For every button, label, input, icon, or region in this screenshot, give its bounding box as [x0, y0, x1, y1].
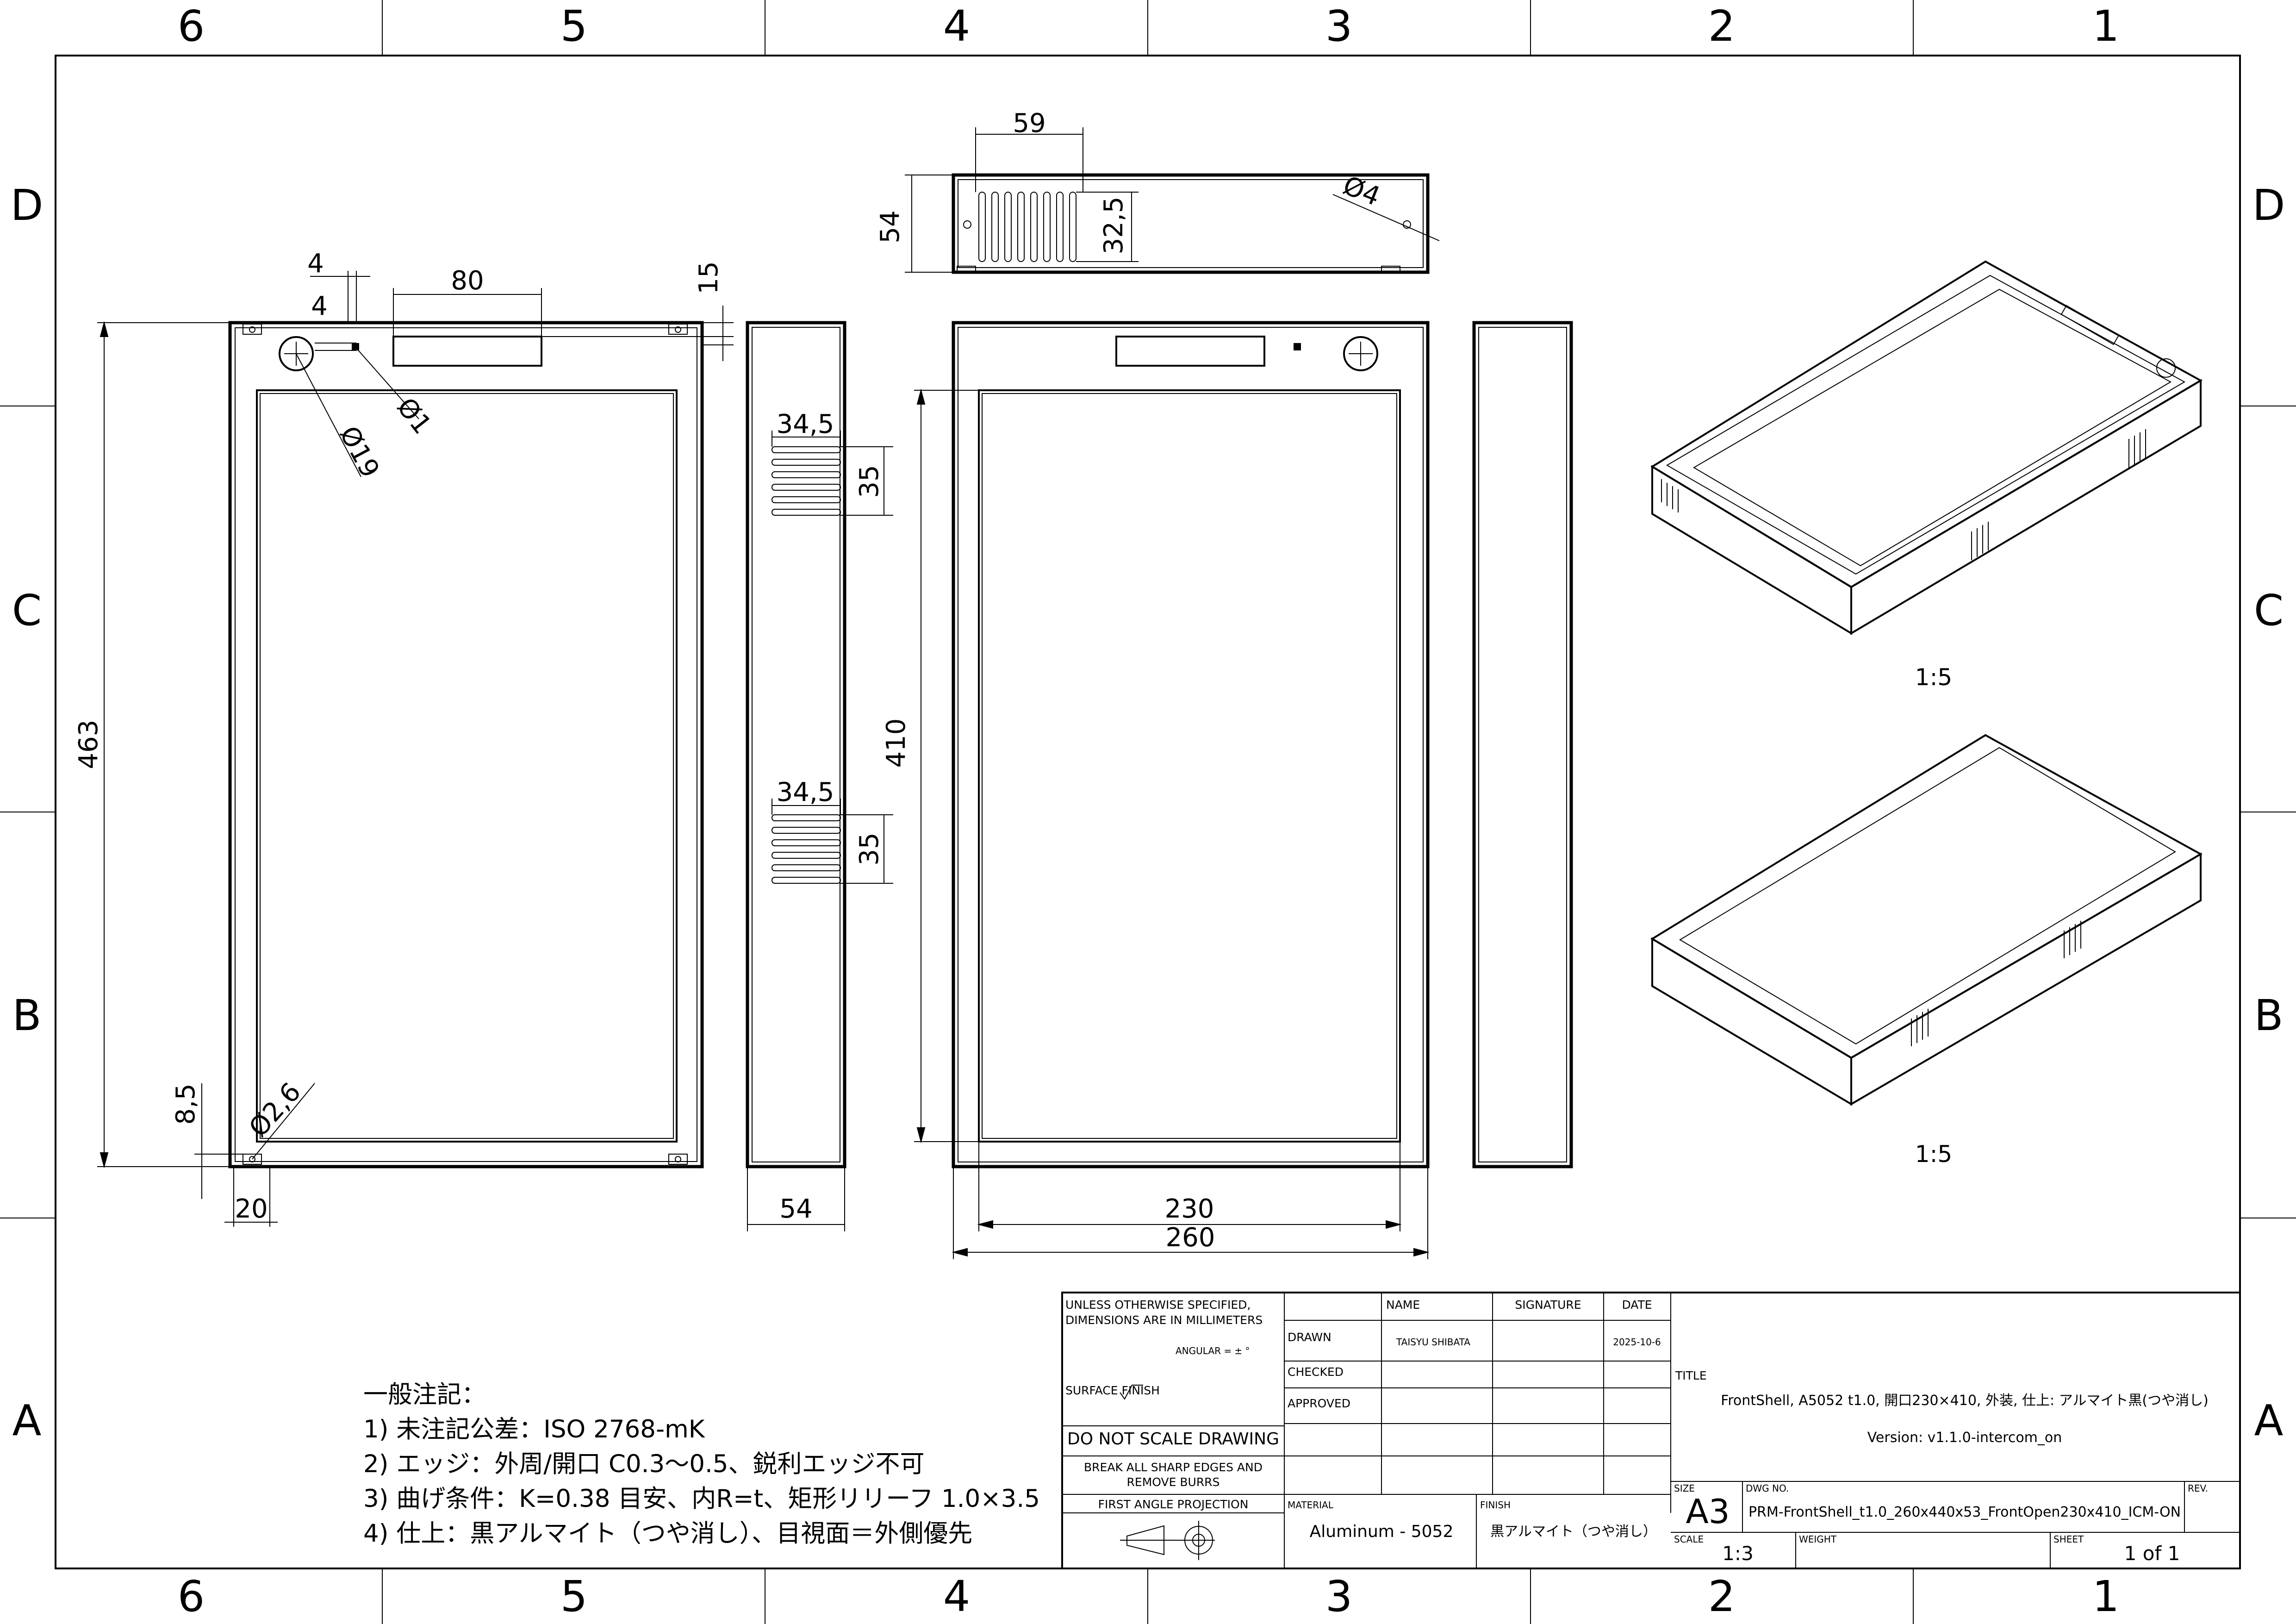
- dim-260: 260: [1166, 1223, 1215, 1253]
- tb-material-label: MATERIAL: [1288, 1499, 1334, 1511]
- tb-spec-line-1: UNLESS OTHERWISE SPECIFIED,: [1065, 1298, 1251, 1312]
- side-view-right: [1472, 321, 1573, 1168]
- tb-projection: FIRST ANGLE PROJECTION: [1098, 1498, 1249, 1511]
- dim-20: 20: [235, 1194, 268, 1224]
- tb-drawn-name: TAISYU SHIBATA: [1396, 1337, 1470, 1348]
- dim-32-5: 32,5: [1099, 197, 1129, 255]
- dimensions-side: [747, 431, 893, 1231]
- tb-finish: 黒アルマイト（つや消し）: [1490, 1524, 1657, 1540]
- tb-title-label: TITLE: [1675, 1369, 1707, 1382]
- iso-scale-1: 1:5: [1915, 664, 1952, 691]
- tb-row-checked: CHECKED: [1288, 1365, 1344, 1379]
- front-view-right: [952, 321, 1430, 1168]
- tb-scale-label: SCALE: [1674, 1534, 1704, 1545]
- zone-row-label-left: D: [11, 181, 44, 230]
- dim-phi19: Ø19: [334, 421, 386, 482]
- tb-sheet: 1 of 1: [2124, 1542, 2180, 1565]
- zone-row-label-right: D: [2252, 181, 2285, 230]
- tb-title: FrontShell, A5052 t1.0, 開口230×410, 外装, 仕…: [1721, 1393, 2209, 1409]
- zone-col-label-bottom: 1: [2092, 1572, 2120, 1621]
- dimensions-front-right: [914, 388, 1430, 1259]
- zone-row-label-right: B: [2254, 991, 2283, 1040]
- tb-break-edges-2: REMOVE BURRS: [1127, 1475, 1220, 1489]
- iso-view-closed: [1650, 260, 2203, 635]
- dim-34-5-top: 34,5: [777, 409, 834, 439]
- tb-scale: 1:3: [1722, 1542, 1754, 1565]
- note-line: 2) エッジ：外周/開口 C0.3～0.5、鋭利エッジ不可: [363, 1450, 925, 1478]
- tb-col-date: DATE: [1622, 1298, 1652, 1312]
- note-line: 3) 曲げ条件：K=0.38 目安、内R=t、矩形リリーフ 1.0×3.5: [363, 1485, 1040, 1513]
- zone-row-label-left: A: [12, 1396, 42, 1445]
- zone-col-label-top: 2: [1708, 1, 1736, 51]
- dim-59: 59: [1013, 108, 1045, 138]
- zone-row-label-left: C: [12, 586, 42, 635]
- iso-view-open: [1650, 734, 2203, 1106]
- tb-dwg-no: PRM-FrontShell_t1.0_260x440x53_FrontOpen…: [1748, 1504, 2181, 1520]
- dim-35-bottom: 35: [854, 832, 884, 865]
- dim-463: 463: [74, 720, 104, 769]
- zone-row-label-right: A: [2254, 1396, 2284, 1445]
- dim-35-top: 35: [854, 465, 884, 498]
- drawing-border: [55, 55, 2241, 1569]
- tb-size: A3: [1686, 1492, 1730, 1531]
- dim-15: 15: [694, 261, 724, 294]
- dim-4a: 4: [307, 249, 324, 279]
- general-notes: 一般注記： 1) 未注記公差：ISO 2768-mK 2) エッジ：外周/開口 …: [363, 1380, 1040, 1548]
- tb-material: Aluminum - 5052: [1310, 1522, 1454, 1541]
- zone-col-label-bottom: 3: [1325, 1572, 1353, 1621]
- tb-do-not-scale: DO NOT SCALE DRAWING: [1067, 1430, 1279, 1449]
- top-view: [952, 173, 1430, 274]
- tb-rev-label: REV.: [2188, 1483, 2208, 1494]
- zone-col-label-top: 6: [178, 1, 205, 51]
- tb-col-name: NAME: [1386, 1298, 1420, 1312]
- tb-row-approved: APPROVED: [1288, 1397, 1350, 1410]
- note-line: 1) 未注記公差：ISO 2768-mK: [363, 1415, 705, 1443]
- title-block: [1061, 1292, 2241, 1569]
- zone-col-label-bottom: 4: [943, 1572, 971, 1621]
- dimensions-front-left: [97, 271, 734, 1227]
- notes-heading: 一般注記：: [363, 1380, 486, 1409]
- dim-phi1: Ø1: [391, 392, 437, 440]
- iso-scale-2: 1:5: [1915, 1141, 1952, 1168]
- side-view: [746, 321, 846, 1168]
- dim-34-5-bottom: 34,5: [777, 777, 834, 807]
- dim-8-5: 8,5: [171, 1083, 201, 1124]
- dim-410: 410: [881, 718, 911, 768]
- tb-size-label: SIZE: [1674, 1483, 1695, 1494]
- dim-80: 80: [451, 266, 484, 296]
- zone-col-label-top: 1: [2092, 1, 2120, 51]
- tb-dwg-no-label: DWG NO.: [1746, 1483, 1789, 1494]
- zone-col-label-top: 5: [560, 1, 588, 51]
- tb-row-drawn: DRAWN: [1288, 1330, 1332, 1344]
- zone-row-label-left: B: [12, 991, 41, 1040]
- dim-54-top: 54: [875, 210, 905, 243]
- zone-row-label-right: C: [2254, 586, 2284, 635]
- dim-54-side: 54: [779, 1194, 812, 1224]
- zone-col-label-bottom: 5: [560, 1572, 588, 1621]
- tb-break-edges-1: BREAK ALL SHARP EDGES AND: [1084, 1461, 1263, 1474]
- tb-weight-label: WEIGHT: [1799, 1534, 1837, 1545]
- dimensions-top: [905, 127, 1440, 273]
- zone-col-label-top: 4: [943, 1, 971, 51]
- tb-drawn-date: 2025-10-6: [1613, 1337, 1661, 1348]
- dim-4b: 4: [311, 291, 328, 321]
- front-view-left: [228, 321, 704, 1168]
- tb-spec-line-2: DIMENSIONS ARE IN MILLIMETERS: [1065, 1313, 1263, 1327]
- dim-230: 230: [1165, 1194, 1214, 1224]
- zone-col-label-bottom: 2: [1708, 1572, 1736, 1621]
- tb-col-signature: SIGNATURE: [1515, 1298, 1581, 1312]
- zone-col-label-top: 3: [1325, 1, 1353, 51]
- tb-angular: ANGULAR = ± °: [1176, 1345, 1250, 1356]
- tb-finish-label: FINISH: [1480, 1499, 1511, 1511]
- zone-col-label-bottom: 6: [178, 1572, 205, 1621]
- note-line: 4) 仕上：黒アルマイト（つや消し）、目視面＝外側優先: [363, 1519, 972, 1548]
- tb-surface-finish: SURFACE FINISH: [1065, 1384, 1160, 1397]
- tb-version: Version: v1.1.0-intercom_on: [1867, 1430, 2062, 1446]
- tb-sheet-label: SHEET: [2053, 1534, 2084, 1545]
- dim-phi2-6: Ø2,6: [243, 1077, 307, 1143]
